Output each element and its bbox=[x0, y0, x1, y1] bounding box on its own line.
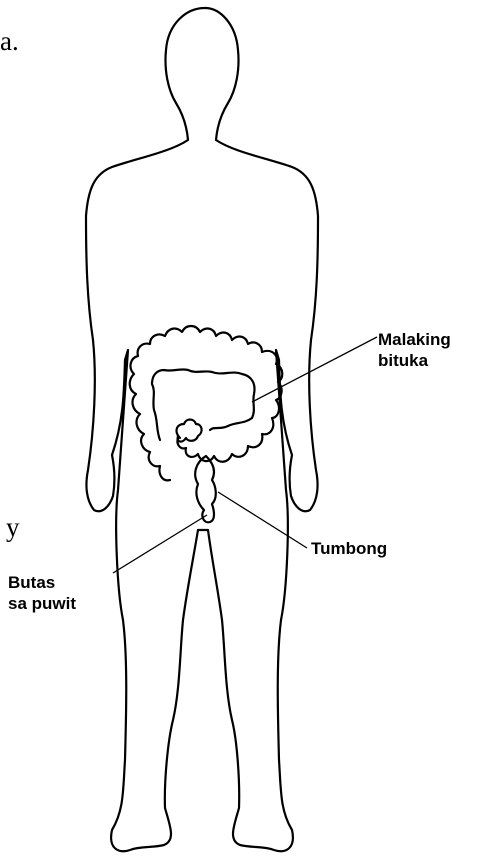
label-colon: Malaking bituka bbox=[378, 329, 451, 371]
small-loop bbox=[177, 420, 202, 442]
label-anus-line1: Butas bbox=[8, 572, 76, 593]
label-colon-line1: Malaking bbox=[378, 329, 451, 350]
label-anus: Butas sa puwit bbox=[8, 572, 76, 614]
label-colon-line2: bituka bbox=[378, 350, 451, 371]
label-anus-line2: sa puwit bbox=[8, 593, 76, 614]
large-intestine-inner bbox=[152, 369, 255, 440]
rectum bbox=[195, 456, 216, 522]
label-rectum: Tumbong bbox=[311, 538, 387, 559]
leader-colon bbox=[252, 337, 377, 402]
